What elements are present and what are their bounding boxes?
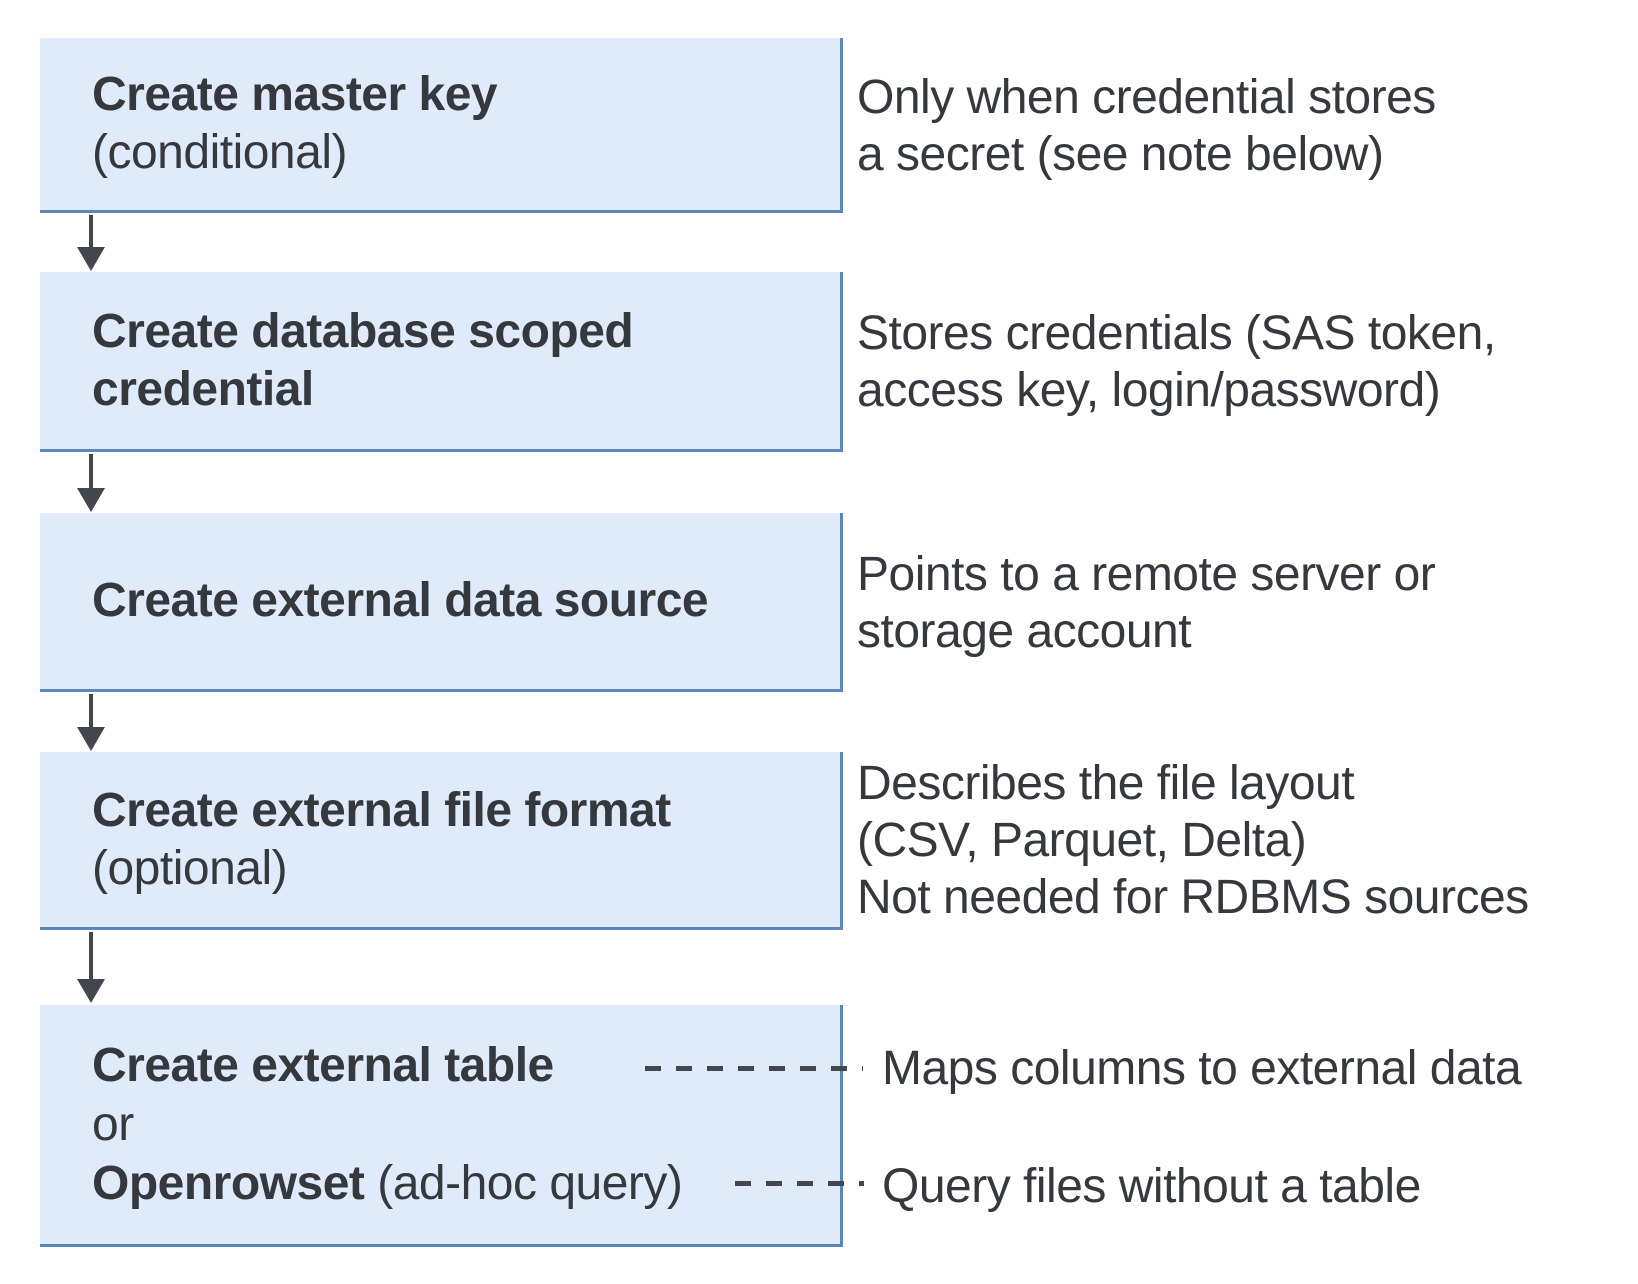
dashed-connector-openrowset (735, 1181, 864, 1186)
box-title-line2: credential (92, 362, 314, 416)
arrow-head (77, 247, 105, 271)
note-line: storage account (857, 605, 1192, 658)
note-create-external-file-format: Describes the file layout (CSV, Parquet,… (857, 755, 1529, 926)
box-subtitle: (conditional) (92, 126, 347, 179)
note-line: Not needed for RDBMS sources (857, 871, 1529, 924)
flow-box-create-master-key: Create master key (conditional) (40, 38, 843, 213)
arrow-head (77, 979, 105, 1003)
arrow-stem (89, 454, 93, 492)
note-line: a secret (see note below) (857, 128, 1384, 181)
note-create-external-data-source: Points to a remote server or storage acc… (857, 546, 1436, 660)
dashed-connector-external-table (645, 1066, 863, 1071)
arrow-stem (89, 932, 93, 983)
note-line: Only when credential stores (857, 71, 1436, 124)
box-title-bold: Create external table (92, 1039, 554, 1092)
box-title: Create database scoped (92, 304, 634, 358)
arrow-down-icon (77, 454, 105, 512)
box-title-bold: Openrowset (92, 1157, 365, 1210)
box-title-or: or (92, 1098, 134, 1151)
arrow-head (77, 727, 105, 751)
arrow-down-icon (77, 932, 105, 1003)
flow-box-create-external-table-or-openrowset: Create external table or Openrowset (ad-… (40, 1005, 843, 1247)
note-line: Stores credentials (SAS token, (857, 307, 1496, 360)
box-title-openrowset: Openrowset (ad-hoc query) (92, 1154, 840, 1213)
box-title: Create external data source (92, 574, 709, 627)
note-external-table: Maps columns to external data (882, 1042, 1522, 1095)
note-line: Points to a remote server or (857, 548, 1436, 601)
note-create-master-key: Only when credential stores a secret (se… (857, 69, 1436, 183)
box-title: Create external table (92, 1036, 840, 1095)
box-title: Create master key (92, 68, 498, 121)
flow-box-create-database-scoped-credential: Create database scoped credential (40, 272, 843, 452)
note-line: (CSV, Parquet, Delta) (857, 814, 1307, 867)
note-openrowset: Query files without a table (882, 1160, 1421, 1213)
flow-box-create-external-file-format: Create external file format (optional) (40, 752, 843, 930)
box-title-regular: (ad-hoc query) (364, 1157, 683, 1210)
arrow-stem (89, 694, 93, 731)
arrow-stem (89, 215, 93, 251)
box-title: Create external file format (92, 783, 671, 837)
arrow-head (77, 488, 105, 512)
flow-box-create-external-data-source: Create external data source (40, 513, 843, 692)
note-line: access key, login/password) (857, 364, 1441, 417)
box-subtitle: (optional) (92, 841, 288, 895)
note-create-database-scoped-credential: Stores credentials (SAS token, access ke… (857, 305, 1496, 419)
arrow-down-icon (77, 215, 105, 271)
arrow-down-icon (77, 694, 105, 751)
note-line: Describes the file layout (857, 757, 1355, 810)
